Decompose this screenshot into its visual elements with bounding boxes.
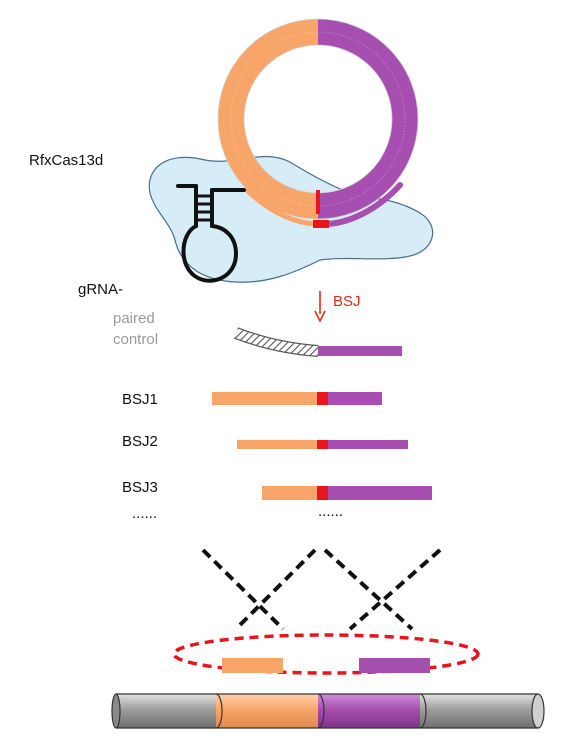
- complex-target-strand: [245, 182, 403, 228]
- circrna-ring: [217, 18, 419, 220]
- label-bsj-marker: BSJ: [333, 293, 361, 310]
- exon-purple-bar: [359, 658, 430, 673]
- label-grna-prefix: gRNA-: [78, 281, 124, 298]
- pre-mrna-tube: [111, 693, 545, 729]
- label-guide-bsj1: BSJ1: [122, 391, 158, 408]
- grna-stem-loop-icon: [176, 184, 246, 283]
- circularisation-ellipse: [172, 633, 480, 675]
- label-guide-bsj2: BSJ2: [122, 433, 158, 450]
- label-ellipsis-center: ......: [318, 503, 344, 520]
- label-ellipsis-left: ......: [132, 505, 158, 522]
- label-control: control: [113, 331, 159, 348]
- label-paired: paired: [113, 310, 155, 327]
- down-arrow-icon: [314, 291, 326, 323]
- exon-orange-bar: [222, 658, 283, 673]
- guide-bsj3: [262, 486, 432, 500]
- label-enzyme: RfxCas13d: [29, 152, 104, 169]
- back-splicing-lines: [201, 548, 442, 631]
- guide-bsj1: [212, 392, 382, 405]
- guide-bsj2: [237, 440, 408, 449]
- label-guide-bsj3: BSJ3: [122, 479, 158, 496]
- paired-control-guide: [233, 327, 402, 357]
